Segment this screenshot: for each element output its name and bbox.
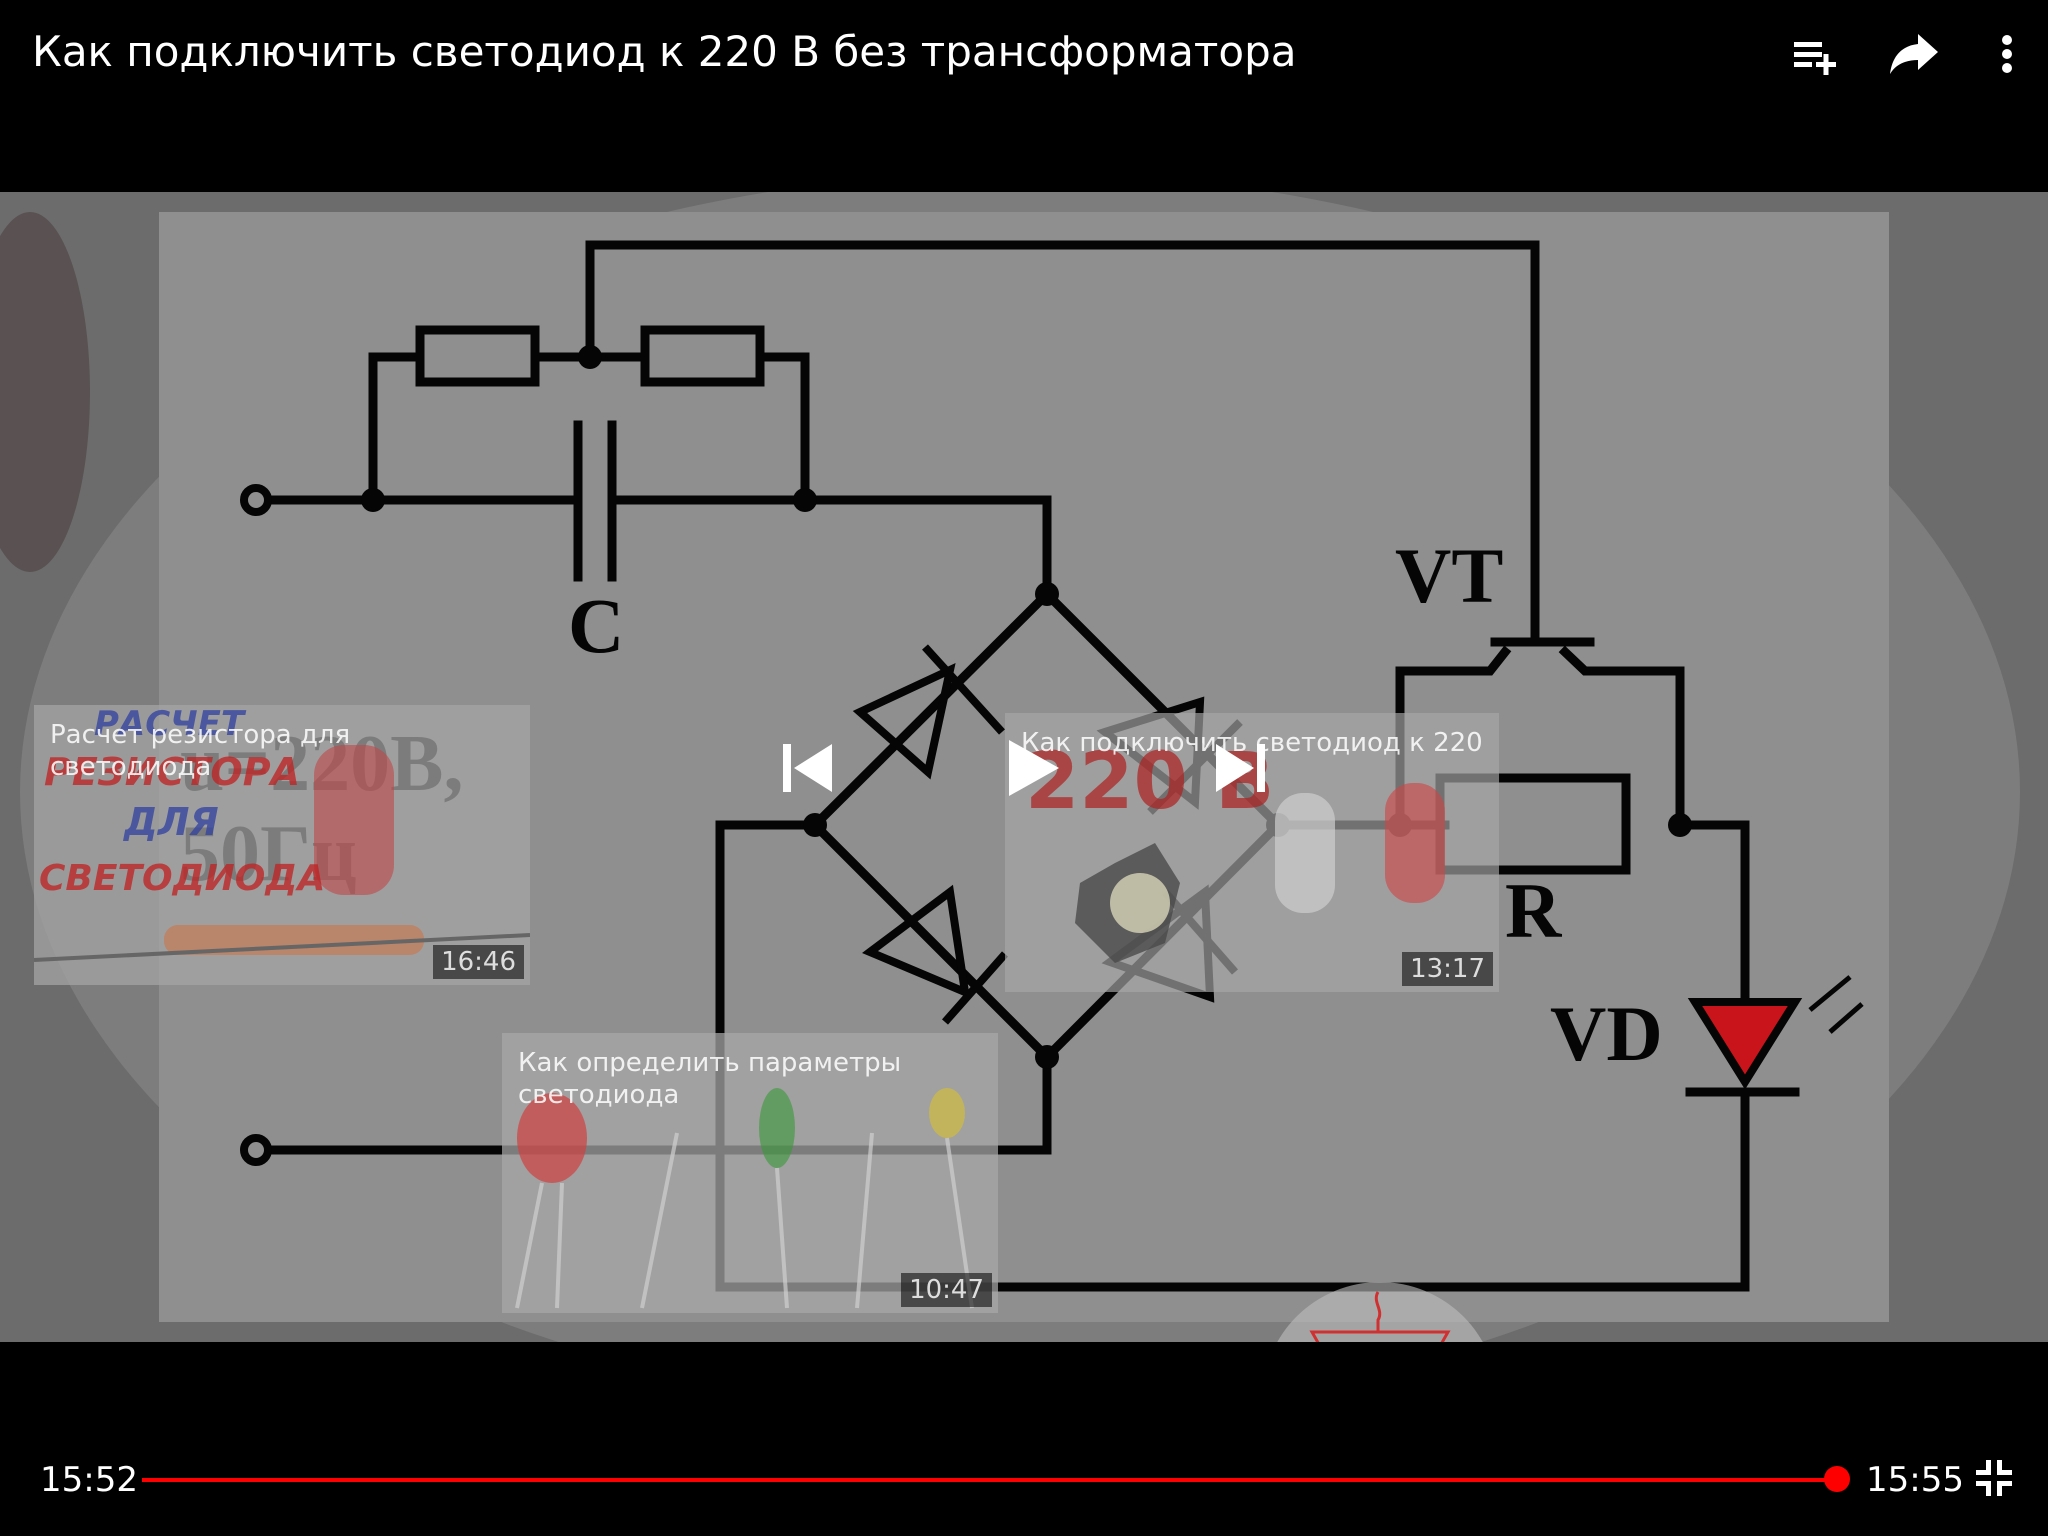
current-time: 15:52: [40, 1460, 138, 1500]
progress-bar[interactable]: [142, 1478, 1842, 1482]
label-r: R: [1505, 867, 1563, 954]
endcard-1-art-line1: РАСЧЕТ: [94, 705, 247, 744]
video-title: Как подключить светодиод к 220 В без тра…: [32, 27, 1297, 76]
label-c: C: [568, 582, 624, 669]
top-bar: Как подключить светодиод к 220 В без тра…: [0, 0, 2048, 192]
endcard-2-thumbnail: 220 В: [1005, 713, 1499, 992]
endcard-2-art: 220 В: [1025, 737, 1274, 827]
endcard-3[interactable]: Как определить параметры светодиода 10:4…: [502, 1033, 998, 1313]
play-icon[interactable]: [1003, 736, 1063, 800]
endcard-3-duration: 10:47: [901, 1273, 992, 1307]
endcard-2[interactable]: 220 В Как подключить светодиод к 220 13:…: [1005, 713, 1499, 992]
endcard-2-title: Как подключить светодиод к 220: [1021, 728, 1483, 758]
endcard-1-title: Расчет резистора для светодиода: [50, 720, 351, 782]
skip-previous-icon[interactable]: [780, 740, 836, 796]
duration: 15:55: [1866, 1460, 1964, 1500]
bottom-bar: [0, 1342, 2048, 1536]
channel-logo-image: [1309, 1291, 1451, 1342]
share-icon[interactable]: [1878, 20, 1948, 84]
label-vt: VT: [1395, 532, 1503, 619]
label-vd: VD: [1550, 990, 1663, 1077]
playlist-add-icon[interactable]: [1778, 20, 1848, 84]
fullscreen-exit-icon[interactable]: [1972, 1456, 2016, 1500]
endcard-1-duration: 16:46: [433, 945, 524, 979]
more-vert-icon[interactable]: [1972, 20, 2042, 84]
channel-logo[interactable]: [1262, 1282, 1498, 1342]
skip-next-icon[interactable]: [1212, 740, 1268, 796]
endcard-1[interactable]: РАСЧЕТ РЕЗИСТОРА ДЛЯ СВЕТОДИОДА Расчет р…: [34, 705, 530, 985]
endcard-1-art-line3: ДЛЯ: [123, 800, 219, 844]
endcard-2-duration: 13:17: [1402, 952, 1493, 986]
endcard-1-art-line2: РЕЗИСТОРА: [44, 750, 300, 794]
endcard-3-title: Как определить параметры светодиода: [518, 1048, 902, 1110]
endcard-1-art-line4: СВЕТОДИОДА: [39, 858, 325, 899]
progress-scrubber[interactable]: [1823, 1466, 1850, 1492]
endcard-1-thumbnail: РАСЧЕТ РЕЗИСТОРА ДЛЯ СВЕТОДИОДА: [34, 705, 530, 985]
